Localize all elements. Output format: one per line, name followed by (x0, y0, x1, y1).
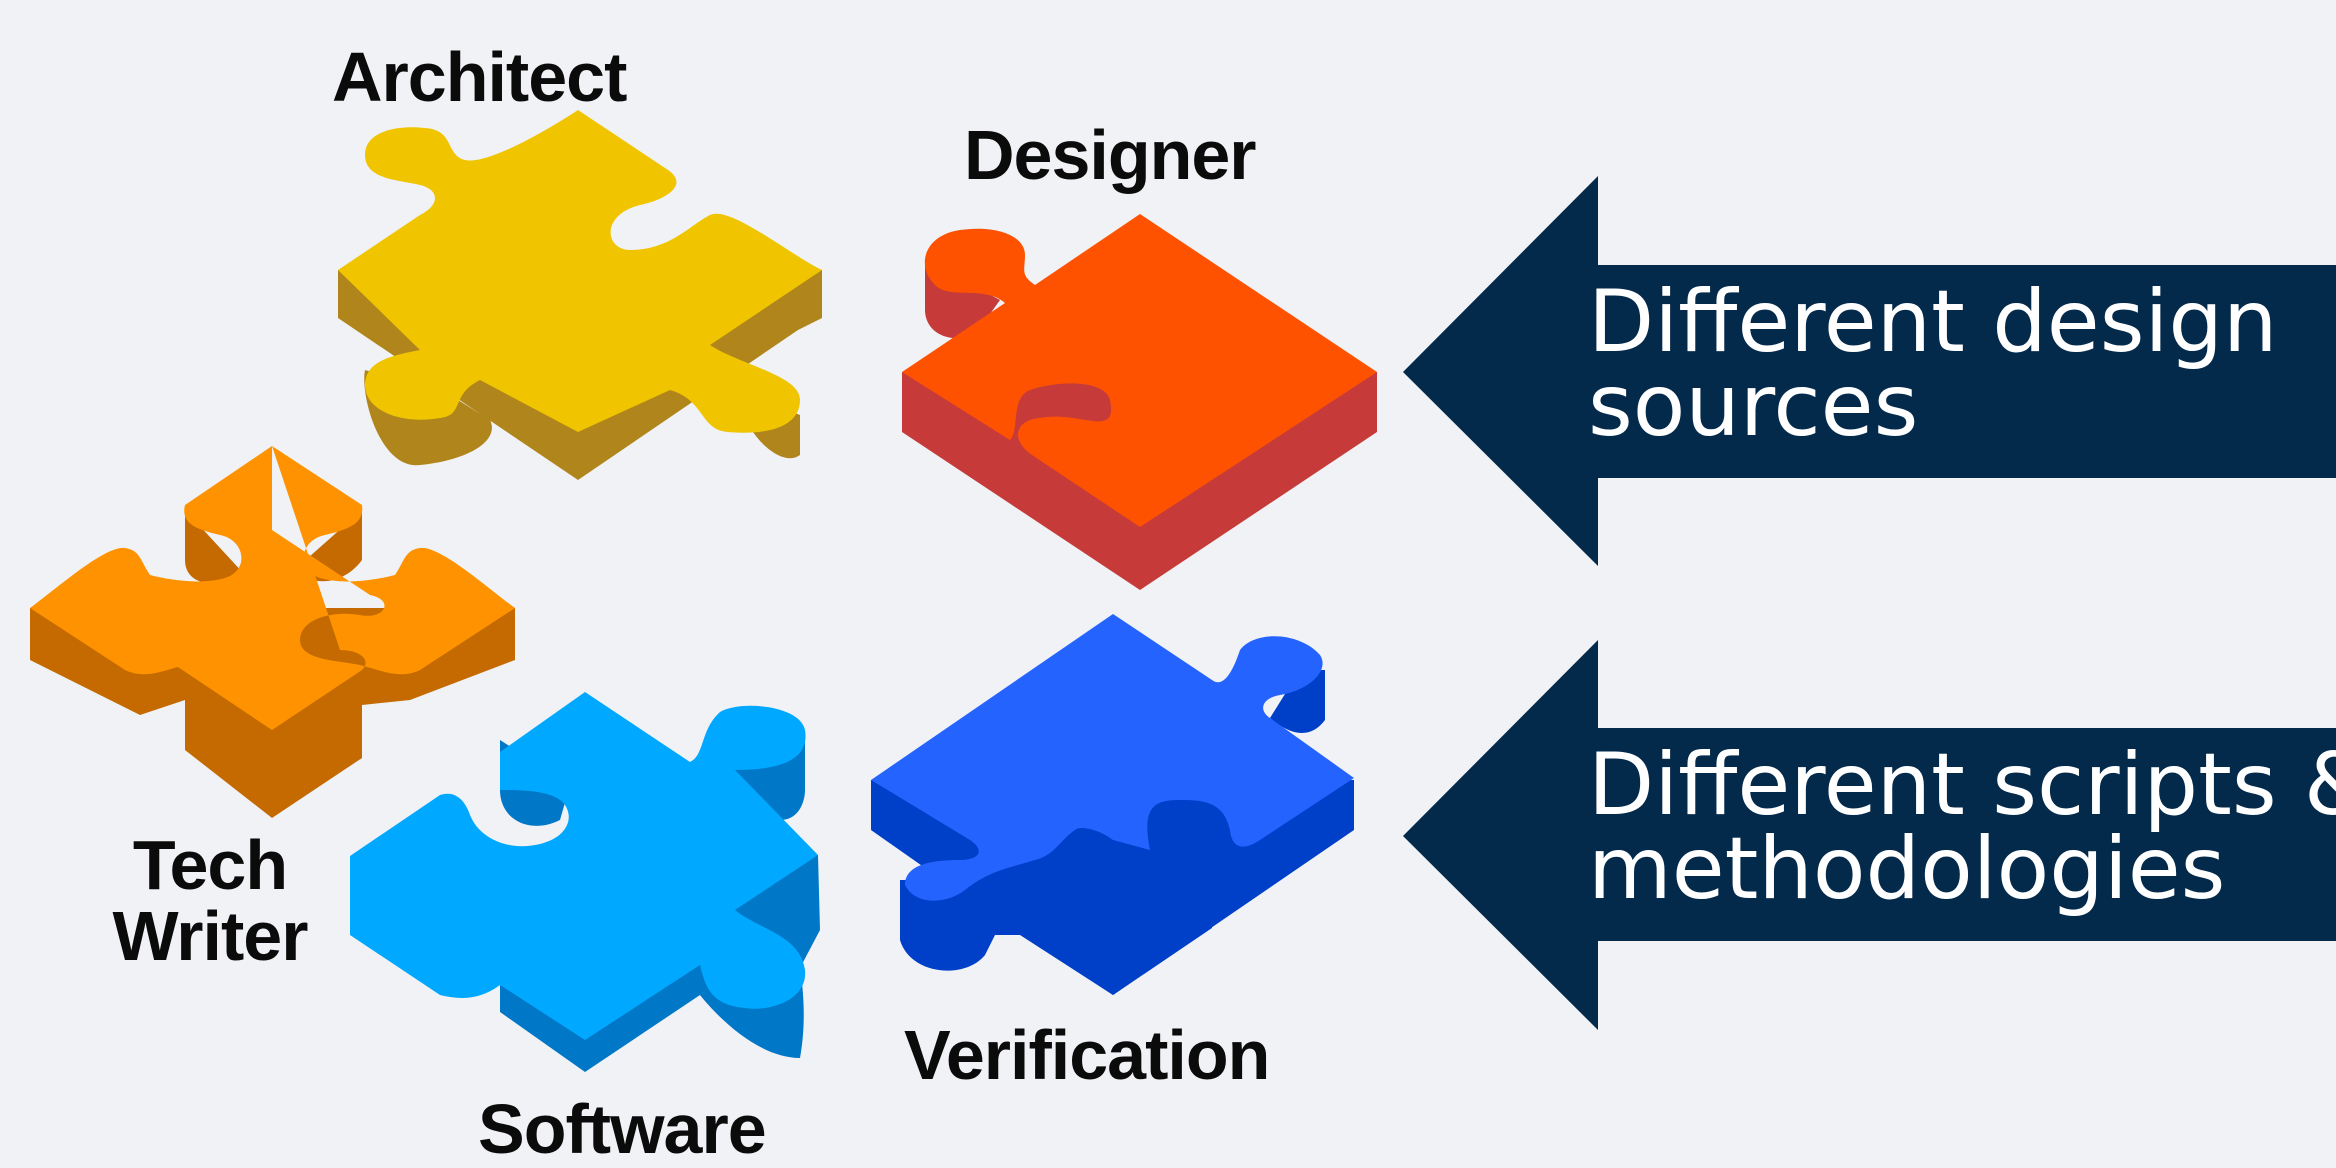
arrow-design-sources-line2: sources (1588, 356, 1919, 457)
software-piece (350, 692, 820, 1072)
designer-piece (902, 214, 1377, 590)
arrow-scripts-methodologies-line2: methodologies (1588, 819, 2226, 920)
arrow-scripts-methodologies-text: Different scripts & methodologies (1588, 735, 2336, 920)
architect-piece (338, 110, 822, 480)
arrow-design-sources-text: Different design sources (1588, 272, 2278, 457)
verification-piece (871, 614, 1354, 995)
software-label: Software (478, 1090, 767, 1168)
arrow-design-sources (1403, 176, 2336, 566)
architect-label: Architect (332, 38, 627, 116)
designer-label: Designer (964, 116, 1257, 194)
tech-writer-label-line1: Tech (132, 826, 288, 904)
verification-label: Verification (904, 1016, 1270, 1094)
arrow-design-sources-line1: Different design (1588, 272, 2278, 372)
tech-writer-piece (30, 446, 515, 818)
tech-writer-label: Tech Writer (100, 826, 320, 976)
arrow-scripts-methodologies-line1: Different scripts & (1588, 735, 2336, 835)
arrow-scripts-methodologies (1403, 640, 2336, 1030)
tech-writer-label-line2: Writer (112, 897, 309, 976)
